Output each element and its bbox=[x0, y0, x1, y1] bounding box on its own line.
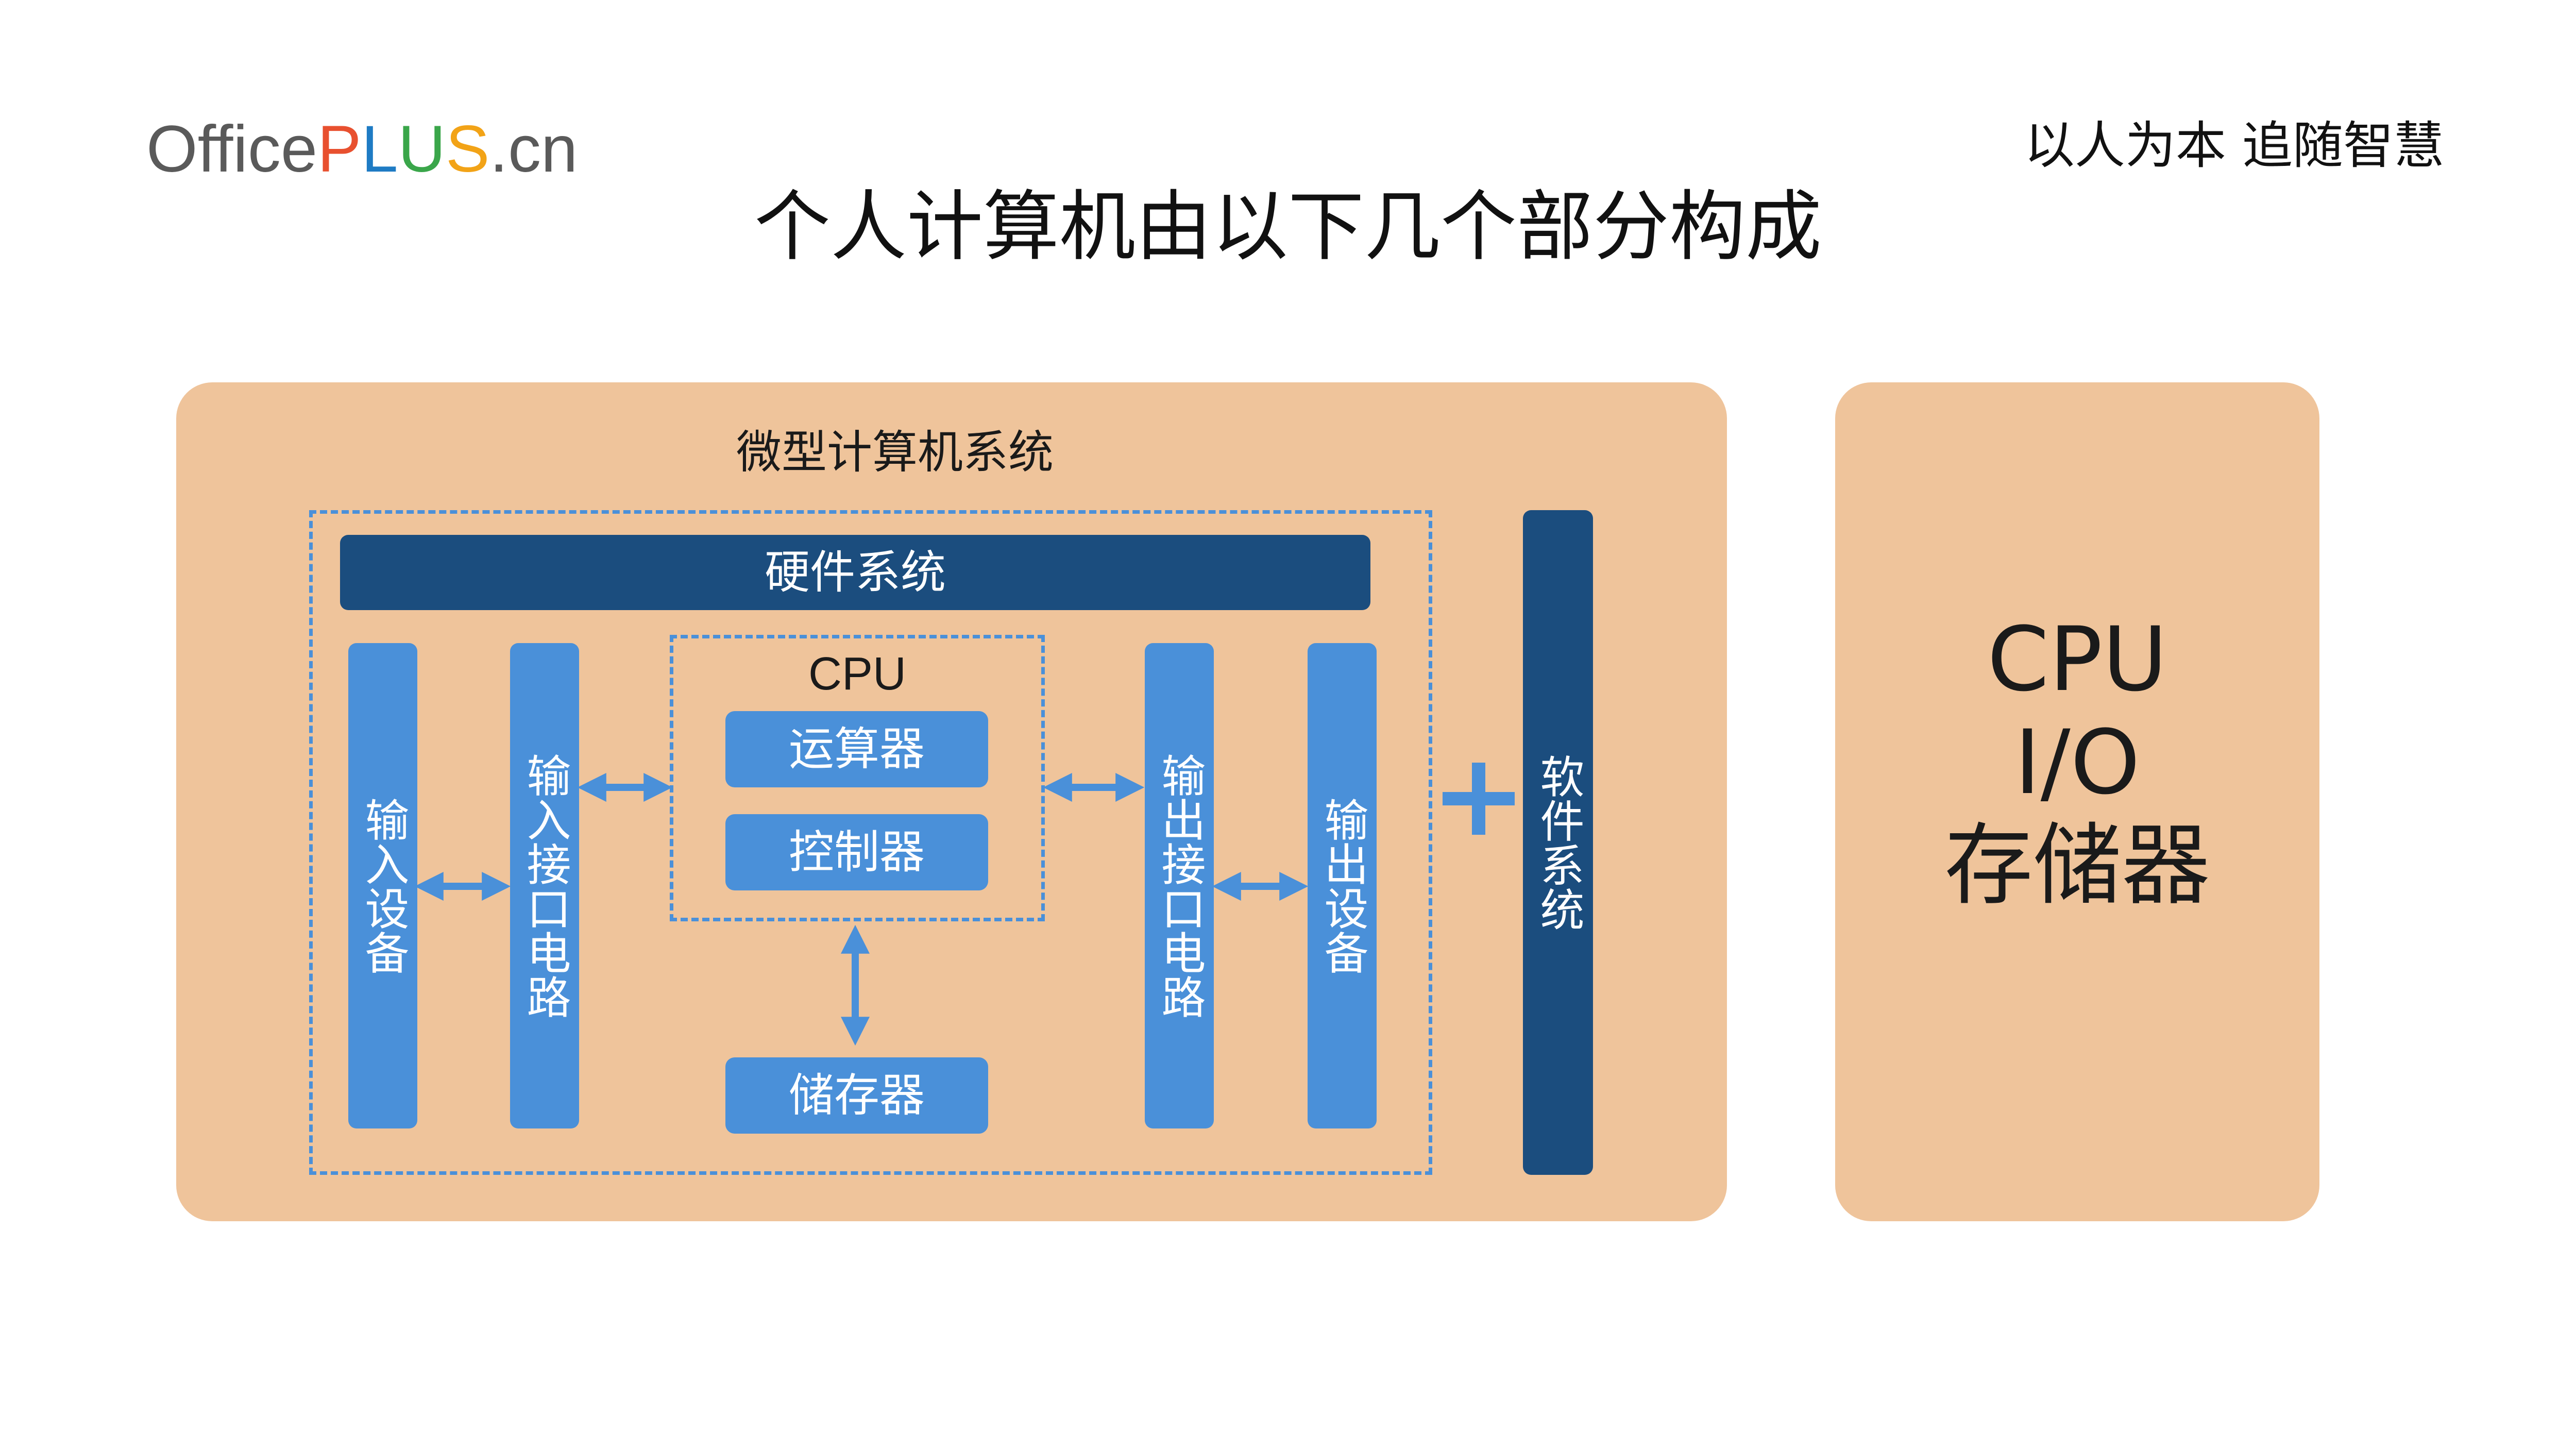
component-cpu: CPU bbox=[1987, 608, 2167, 711]
logo-part-p: P bbox=[317, 112, 362, 186]
logo-part-cn: .cn bbox=[489, 112, 578, 186]
software-system-label: 软件系统 bbox=[1532, 754, 1584, 931]
software-system-bar: 软件系统 bbox=[1523, 510, 1593, 1175]
plus-icon bbox=[1443, 763, 1515, 835]
input-interface-block: 输入接口电路 bbox=[510, 643, 579, 1128]
slogan: 以人为本 追随智慧 bbox=[2024, 116, 2444, 175]
components-panel bbox=[1835, 382, 2319, 1221]
components-list: CPU I/O 存储器 bbox=[1835, 608, 2319, 917]
controller-block: 控制器 bbox=[725, 814, 988, 890]
memory-block: 储存器 bbox=[725, 1057, 988, 1134]
alu-block: 运算器 bbox=[725, 711, 988, 787]
hardware-system-bar: 硬件系统 bbox=[340, 535, 1370, 610]
system-label: 微型计算机系统 bbox=[736, 426, 1054, 479]
input-interface-label: 输入接口电路 bbox=[519, 753, 570, 1019]
output-interface-block: 输出接口电路 bbox=[1145, 643, 1214, 1128]
logo-part-s: S bbox=[446, 112, 490, 186]
officeplus-logo: OfficePLUS.cn bbox=[146, 108, 578, 191]
hardware-boundary bbox=[309, 510, 1432, 1175]
logo-part-l: L bbox=[361, 112, 398, 186]
input-device-block: 输入设备 bbox=[348, 643, 417, 1128]
input-device-label: 输入设备 bbox=[357, 797, 409, 974]
output-interface-label: 输出接口电路 bbox=[1154, 753, 1205, 1019]
logo-part-office: Office bbox=[146, 112, 317, 186]
logo-part-u: U bbox=[398, 112, 446, 186]
output-device-block: 输出设备 bbox=[1308, 643, 1377, 1128]
component-io: I/O bbox=[2014, 711, 2141, 814]
component-storage: 存储器 bbox=[1944, 814, 2210, 917]
cpu-label: CPU bbox=[808, 648, 907, 700]
page-title: 个人计算机由以下几个部分构成 bbox=[754, 182, 1822, 271]
output-device-label: 输出设备 bbox=[1316, 797, 1368, 974]
